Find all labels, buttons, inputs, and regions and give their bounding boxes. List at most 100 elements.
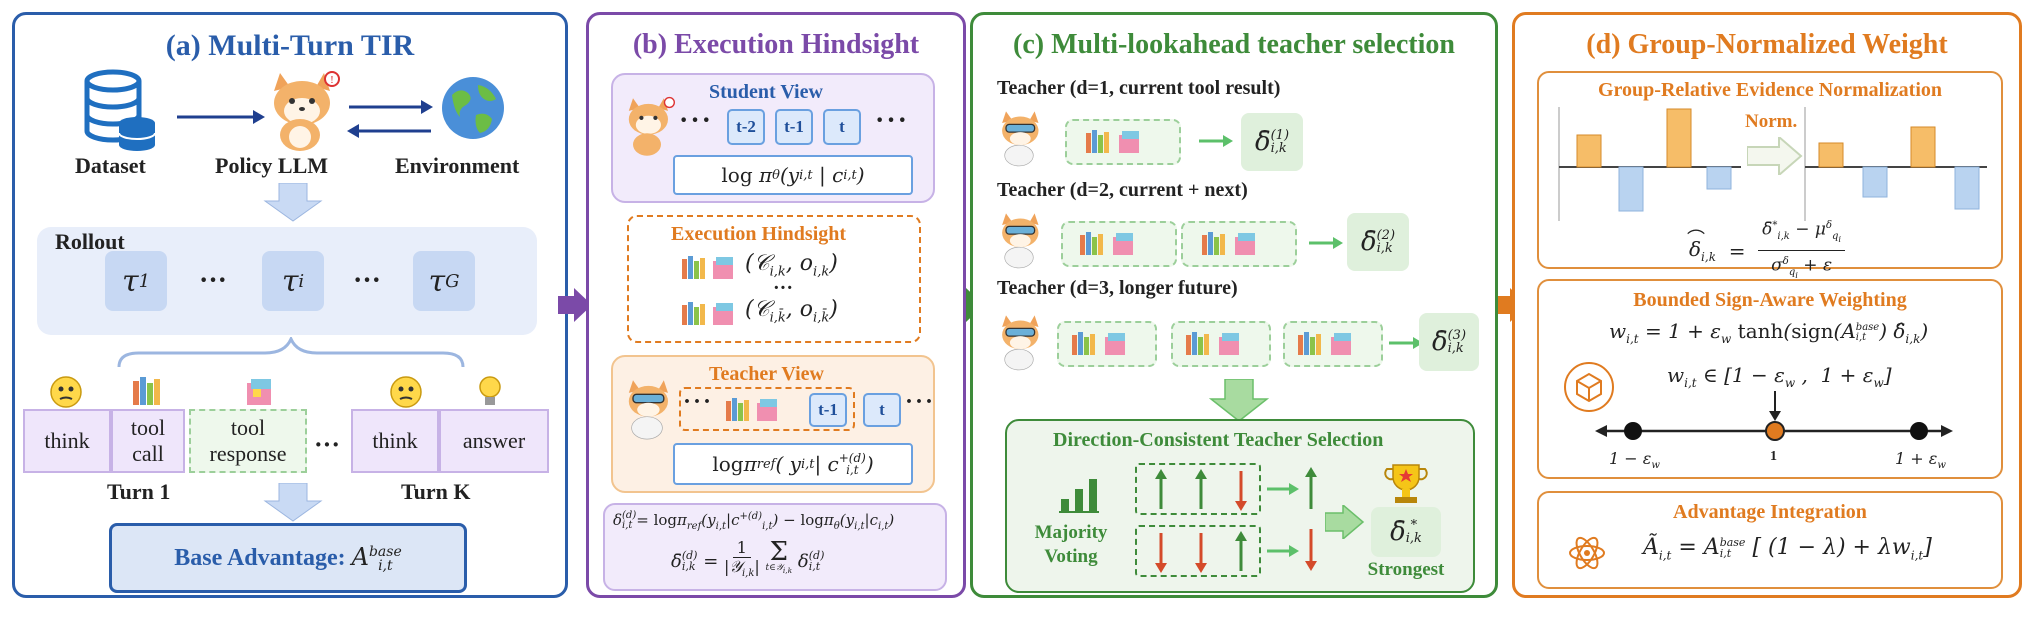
books-icon-c3c [1298,332,1321,355]
bsaw-box: Bounded Sign-Aware Weighting wi,t = 1 + … [1537,279,2003,479]
student-view-label: Student View [709,81,823,103]
policy-llm-label: Policy LLM [215,153,329,178]
teacher-1-dog-icon [1002,111,1039,167]
panel-a-title: (a) Multi-Turn TIR [165,29,415,62]
vote-arrows-2 [1155,531,1247,573]
teacher-token-t: t [863,393,901,427]
down-arrow-icon-2 [263,483,323,522]
dcts-box: Direction-Consistent Teacher Selection M… [1005,419,1475,593]
down-arrow-green [1209,379,1269,422]
connector-arrow-ab [558,288,592,322]
hindsight-pair-2: (𝒞i,k̄, oi,k̄) [745,297,838,326]
teacher-3-dog-icon [1002,315,1039,371]
tools-icon-tv [757,399,777,421]
tools-icon-c3b [1219,333,1239,355]
turn-cell-tool-call: tool call [111,409,185,473]
definition-delta: δ(d)i,t= logπref(yi,t|c+(d)i,t) − logπθ(… [613,510,895,533]
tools-icon-c2b [1235,233,1255,255]
teacher-2-dog-icon [1002,213,1039,269]
teacher-3-delta: δ̄(3)i,k [1419,313,1479,371]
tools-icon-b2 [713,303,733,325]
gren-label: Group-Relative Evidence Normalization [1597,79,1943,101]
down-arrow-icon [263,183,323,222]
books-icon-b2 [682,302,705,325]
green-arrow-2 [1309,237,1343,249]
tools-icon-c1 [1119,131,1139,153]
tools-icon-c2a [1113,233,1133,255]
teacher-1-delta: δ̄(1)i,k [1241,113,1303,171]
panel-multi-turn-tir: (a) Multi-Turn TIR Dataset ! Policy LLM [12,12,568,598]
advantage-integration-label: Advantage Integration [1673,501,1867,523]
hindsight-label: Execution Hindsight [671,223,847,245]
tick-mid-label: 1 [1770,449,1777,464]
bsaw-label: Bounded Sign-Aware Weighting [1633,289,1907,311]
rollout-label: Rollout [55,229,125,254]
vote-arrows-1 [1155,469,1247,511]
teacher-3-label: Teacher (d=3, longer future) [997,277,1238,299]
shiba-dog-icon: ! [274,71,340,151]
turn-cell-answer: answer [439,409,549,473]
teacher-dog-icon [628,380,668,440]
panel-execution-hindsight: (b) Execution Hindsight Student View ···… [586,12,966,598]
strongest-delta: δ̄*i,k [1371,507,1441,557]
vote-group-1 [1135,463,1261,515]
turn-cell-tool-response: tool response [189,409,307,473]
globe-icon [442,77,504,139]
teacher-1-label: Teacher (d=1, current tool result) [997,77,1281,99]
books-icon [133,377,160,405]
turn-k-label: Turn K [401,479,471,504]
turn-ellipsis: ··· [313,430,340,459]
database-icon [84,69,156,151]
cube-icon [1564,362,1614,412]
tick-right-label: 1 + εw [1895,449,1946,472]
tools-cube-icon [247,379,271,405]
weight-number-line [1595,391,1953,441]
books-icon-c3a [1072,332,1095,355]
norm-label: Norm. [1745,111,1798,132]
bar-chart-icon [1059,479,1099,513]
majority-voting-label: Majority Voting [1034,522,1108,567]
panel-group-normalized-weight: (d) Group-Normalized Weight Group-Relati… [1512,12,2022,598]
student-dots-left: ··· [679,105,714,136]
dataset-label: Dataset [75,153,146,178]
tools-icon-c3c [1331,333,1351,355]
connector-arrow-cd [1494,288,1528,322]
tools-icon-b1 [713,257,733,279]
majority-up-arrow [1305,467,1317,509]
raw-evidence-bars [1558,107,1741,221]
tick-left-label: 1 − εw [1609,449,1660,472]
teacher-dots-left: ··· [683,389,714,415]
teacher-2-delta: δ̄(2)i,k [1347,213,1409,271]
student-dots-right: ··· [875,105,910,136]
norm-arrow [1747,137,1803,175]
books-icon-c1 [1086,130,1109,153]
teacher-2-label: Teacher (d=2, current + next) [997,179,1248,201]
thinking-face-icon-2 [390,376,422,408]
student-token-t-1: t-1 [775,109,813,145]
teacher-view-label: Teacher View [709,363,824,385]
green-arrow-3 [1389,337,1423,349]
definitions-box: δ(d)i,t= logπref(yi,t|c+(d)i,t) − logπθ(… [603,503,947,591]
arrow-policy-environment [347,100,433,138]
vote-arrow-out-2 [1267,545,1299,557]
turn-cell-think: think [23,409,111,473]
panel-b-title: (b) Execution Hindsight [632,29,920,60]
teacher-dots-right: ··· [905,389,936,415]
student-token-t-2: t-2 [727,109,765,145]
gren-formula: δi,k⌒ = δ̄*i,k − μδqi σδqi + ε [1687,215,1846,286]
student-dog-icon [628,96,675,156]
green-arrow-1 [1199,135,1233,147]
w-range: wi,t ∈ [1 − εw , 1 + εw] [1667,363,1892,390]
vote-group-2 [1135,525,1261,577]
turn-1-label: Turn 1 [107,479,171,504]
rollout-ellipsis-2: ··· [352,265,381,296]
atom-icon [1569,536,1605,570]
